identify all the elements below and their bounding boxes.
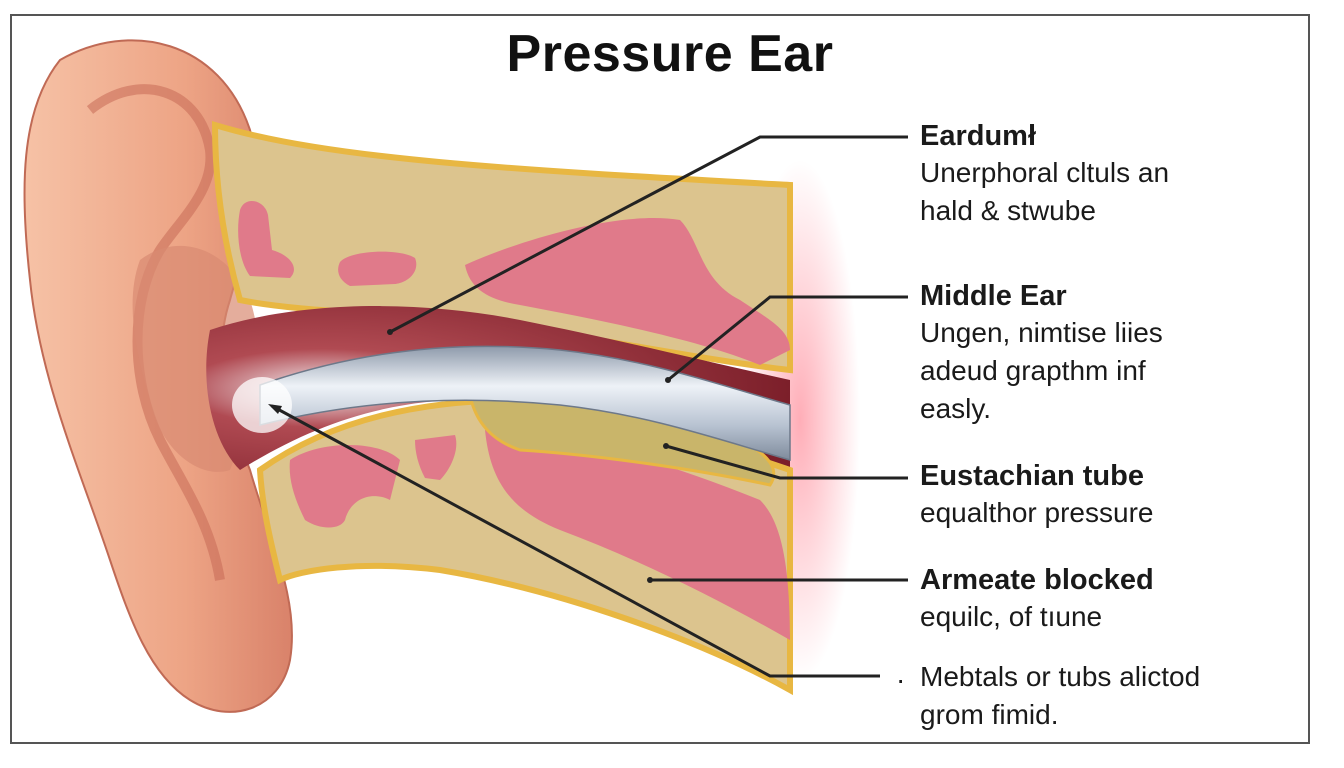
label-tubes-description: Mebtals or tubs alictod grom fimid. (920, 661, 1201, 730)
leader-endpoints (268, 329, 671, 583)
lower-tissue-1 (289, 445, 400, 528)
label-middle-ear: Middle Ear Ungen, nimtise liies adeud gr… (920, 278, 1320, 428)
leader-middle-ear (667, 295, 908, 382)
label-eustachian-tube: Eustachian tube equalthor pressure (920, 458, 1320, 532)
leader-arrowhead-tubes (268, 404, 282, 414)
label-middle-ear-description: Ungen, nimtise liies adeud grapthm inf e… (920, 317, 1163, 424)
leader-eardrum (389, 135, 908, 334)
upper-tissue-2 (338, 251, 417, 286)
label-eustachian-tube-heading: Eustachian tube (920, 460, 1144, 492)
label-blocked: Armeate blocked equilc, of tıune (920, 562, 1320, 636)
bullet-dot: · (896, 664, 906, 695)
leader-dot-blocked (647, 577, 653, 583)
leader-dot-middle-ear (665, 377, 671, 383)
leader-dot-eustachian (663, 443, 669, 449)
diagram-title: Pressure Ear (506, 25, 834, 83)
pressure-tube (259, 345, 791, 461)
leader-eustachian (665, 444, 908, 480)
label-eardrum-heading: Eardumł (920, 120, 1037, 152)
label-blocked-heading: Armeate blocked (920, 564, 1154, 596)
upper-tissue-1 (238, 200, 294, 278)
upper-tissue-3 (465, 218, 790, 365)
tube-opening-glow (232, 377, 292, 433)
label-middle-ear-heading: Middle Ear (920, 280, 1067, 312)
label-blocked-description: equilc, of tıune (920, 601, 1103, 632)
lower-tissue-3 (485, 430, 790, 640)
label-tubes: Mebtals or tubs alictod grom fimid. (920, 658, 1320, 734)
label-eardrum-description: Unerphoral cltuls an hald & stwube (920, 157, 1170, 226)
diagram-frame (10, 14, 1310, 744)
label-eustachian-tube-description: equalthor pressure (920, 497, 1154, 528)
label-eardrum: Eardumł Unerphoral cltuls an hald & stwu… (920, 118, 1320, 230)
lower-tissue-2 (415, 435, 457, 480)
leader-tubes (271, 404, 880, 678)
leader-lines (271, 135, 908, 678)
leader-dot-eardrum (387, 329, 393, 335)
